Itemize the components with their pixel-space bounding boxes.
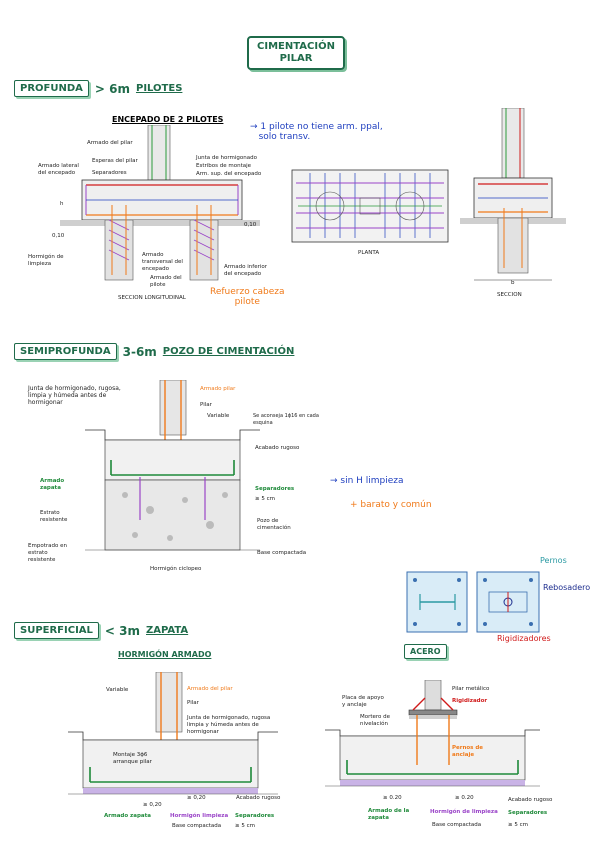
lbl-planta: PLANTA: [358, 250, 380, 256]
lbl-pozo-aconseja: Se aconseja 1ϕ16 en cada esquina: [253, 413, 319, 426]
lbl-pozo-base: Base compactada: [257, 550, 307, 556]
section-type-profunda: PILOTES: [135, 83, 183, 94]
lbl-zha-montaje: Montaje 3ϕ6 arranque pilar: [113, 752, 152, 765]
section-depth-profunda: > 6m: [94, 81, 130, 96]
lbl-za-mortero: Mortero de nivelación: [360, 714, 391, 727]
lbl-za-armado-zapata: Armado de la zapata: [368, 808, 410, 821]
lbl-pozo-acabado: Acabado rugoso: [255, 445, 300, 451]
lbl-pozo-ciclopeo: Hormigón ciclopeo: [150, 566, 202, 572]
lbl-h: h: [60, 201, 64, 207]
planta-drawing: [291, 169, 449, 243]
lbl-junta: Junta de hormigonado: [196, 155, 257, 161]
title-line2: PILAR: [279, 53, 313, 64]
lbl-seccion: SECCION: [497, 292, 522, 298]
lbl-estribos: Estribos de montaje: [196, 163, 252, 169]
lbl-b: b: [511, 280, 515, 286]
page-title: CIMENTACIÓN PILAR: [247, 36, 345, 70]
zapata-ha-drawing: [68, 672, 278, 795]
lbl-armado-lateral: Armado lateral del encepado: [38, 163, 79, 176]
zapata-acero-drawing: [325, 680, 540, 787]
lbl-rebosadero: Rebosadero: [543, 583, 591, 592]
lbl-armado-transversal: Armado transversal del encepado: [142, 252, 183, 272]
lbl-pernos: Pernos: [540, 556, 567, 565]
section-depth-superficial: < 3m: [104, 623, 140, 638]
lbl-zha-armado-pilar: Armado del pilar: [187, 686, 233, 692]
lbl-pozo-separadores: Separadores: [255, 486, 295, 492]
superficial-subtype: HORMIGÓN ARMADO: [118, 650, 212, 659]
note-barato: + barato y común: [350, 500, 432, 510]
lbl-esperas-pilar: Esperas del pilar: [92, 158, 138, 164]
lbl-zha-armado-zapata: Armado zapata: [104, 813, 151, 819]
lbl-za-pernos: Pernos de anclaje: [452, 745, 484, 758]
lbl-pozo-pozo: Pozo de cimentación: [257, 518, 291, 531]
lbl-zha-acabado: Acabado rugoso: [236, 795, 281, 801]
lbl-zha-pilar: Pilar: [187, 700, 199, 706]
encepado-longitudinal-drawing: [60, 125, 260, 281]
lbl-arm-sup: Arm. sup. del encepado: [196, 171, 262, 177]
lbl-pozo-pilar: Pilar: [200, 402, 212, 408]
note-pilote: → 1 pilote no tiene arm. ppal, solo tran…: [250, 122, 383, 142]
lbl-za-separadores: Separadores: [508, 810, 548, 816]
lbl-zha-separadores: Separadores: [235, 813, 275, 819]
lbl-za-placa: Placa de apoyo y anclaje: [342, 695, 384, 708]
lbl-za-rigidizador: Rigidizador: [452, 698, 488, 704]
section-label-profunda: PROFUNDA: [14, 80, 89, 97]
note-refuerzo: Refuerzo cabeza pilote: [210, 287, 285, 307]
section-label-semiprofunda: SEMIPROFUNDA: [14, 343, 117, 360]
lbl-dim-010b: 0,10: [244, 222, 257, 228]
lbl-pozo-armado-pilar: Armado pilar: [200, 386, 236, 392]
section-profunda-header: PROFUNDA > 6m PILOTES: [14, 80, 182, 97]
pozo-drawing: [85, 380, 260, 551]
lbl-zha-ge5: ≥ 5 cm: [235, 823, 255, 829]
section-depth-semiprofunda: 3-6m: [122, 344, 157, 359]
lbl-za-dim1: ≥ 0.20: [383, 795, 402, 801]
lbl-armado-pilote: Armado del pilote: [150, 275, 182, 288]
lbl-za-hormigon-limpieza: Hormigón de limpieza: [430, 809, 498, 815]
lbl-za-dim2: ≥ 0.20: [455, 795, 474, 801]
lbl-pozo-ge5: ≥ 5 cm: [255, 496, 275, 502]
lbl-armado-pilar: Armado del pilar: [87, 140, 133, 146]
section-type-semiprofunda: POZO DE CIMENTACIÓN: [162, 346, 295, 357]
title-line1: CIMENTACIÓN: [257, 41, 335, 52]
lbl-hormigon-limpieza: Hormigón de limpieza: [28, 254, 64, 267]
lbl-pozo-armado-zapata: Armado zapata: [40, 478, 65, 491]
lbl-zha-variable: Variable: [106, 687, 129, 693]
lbl-za-ge5: ≥ 5 cm: [508, 822, 528, 828]
section-type-superficial: ZAPATA: [146, 625, 189, 636]
seccion-drawing: [460, 108, 566, 281]
section-semiprofunda-header: SEMIPROFUNDA 3-6m POZO DE CIMENTACIÓN: [14, 343, 294, 360]
lbl-zha-base: Base compactada: [172, 823, 222, 829]
lbl-zha-dim1: ≥ 0,20: [143, 802, 162, 808]
lbl-zha-hormigon-limpieza: Hormigón limpieza: [170, 813, 229, 819]
lbl-pozo-empotrado: Empotrado en estrato resistente: [28, 543, 67, 563]
lbl-separadores: Separadores: [92, 170, 127, 176]
lbl-zha-junta: Junta de hormigonado, rugosa limpia y hú…: [187, 715, 271, 735]
note-sin-limpieza: → sin H limpieza: [330, 476, 404, 486]
lbl-pozo-variable: Variable: [207, 413, 230, 419]
section-superficial-header: SUPERFICIAL < 3m ZAPATA: [14, 622, 188, 639]
lbl-seccion-longitudinal: SECCION LONGITUDINAL: [118, 295, 186, 301]
lbl-zha-dim2: ≥ 0,20: [187, 795, 206, 801]
acero-plates-drawing: [406, 571, 540, 633]
lbl-armado-inferior: Armado inferior del encepado: [224, 264, 268, 277]
encepado-title: ENCEPADO DE 2 PILOTES: [112, 115, 224, 124]
section-label-superficial: SUPERFICIAL: [14, 622, 99, 639]
lbl-pozo-junta: Junta de hormigonado, rugosa, limpia y h…: [28, 385, 121, 406]
lbl-za-acabado: Acabado rugoso: [508, 797, 553, 803]
lbl-rigidizadores: Rigidizadores: [497, 634, 551, 643]
lbl-za-pilar-metalico: Pilar metálico: [452, 686, 490, 692]
lbl-pozo-estrato: Estrato resistente: [40, 510, 68, 523]
lbl-za-base: Base compactada: [432, 822, 482, 828]
lbl-dim-010a: 0,10: [52, 233, 65, 239]
section-label-acero: ACERO: [404, 644, 447, 659]
